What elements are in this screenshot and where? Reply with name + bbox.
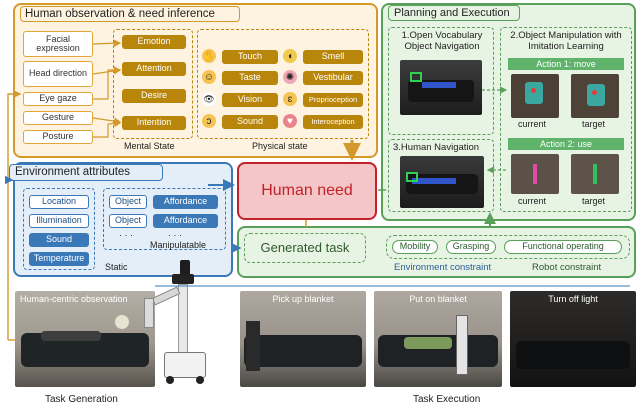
step3-image [400, 156, 484, 208]
mental-attention: Attention [122, 62, 186, 76]
planning-title: Planning and Execution [388, 5, 520, 21]
task-execution-label: Task Execution [413, 394, 481, 405]
ear-icon: ↄ [202, 114, 216, 128]
observation-photo: Human-centric observation [15, 291, 155, 387]
action1-label: Action 1: move [508, 58, 624, 70]
mental-state-label: Mental State [124, 141, 175, 151]
step3-group [388, 139, 494, 212]
heart-organ-icon: ♥ [283, 114, 297, 128]
physical-touch: Touch [222, 50, 278, 64]
cue-head-direction: Head direction [23, 61, 93, 87]
step2-label: 2.Object Manipulation with Imitation Lea… [510, 30, 622, 52]
action1-current-label: current [518, 119, 547, 129]
muscle-arm-icon: ɛ [283, 92, 297, 106]
physical-vision: Vision [222, 93, 278, 107]
cue-facial-expression: Facial expression [23, 31, 93, 57]
exec-photo-turn-off: Turn off light [510, 291, 636, 387]
physical-state-group [197, 29, 369, 139]
static-location: Location [29, 195, 89, 209]
manipulatable-label: Manipulatable [150, 240, 207, 250]
action2-target-image [571, 154, 619, 194]
static-sound: Sound [29, 233, 89, 247]
action2-target-label: target [582, 196, 606, 206]
capability-grasping: Grasping [446, 240, 496, 254]
robot-constraint-label: Robot constraint [532, 262, 602, 273]
generated-task-label: Generated task [244, 233, 366, 263]
affordance-1: Affordance [153, 195, 218, 209]
human-need-label: Human need [261, 182, 353, 199]
object-2: Object [109, 214, 147, 228]
brain-icon: ✺ [283, 70, 297, 84]
observation-title: Human observation & need inference [20, 6, 240, 22]
mental-emotion: Emotion [122, 35, 186, 49]
capability-mobility: Mobility [392, 240, 438, 254]
physical-state-label: Physical state [252, 141, 308, 151]
exec-photo-put-on-caption: Put on blanket [409, 294, 467, 304]
step1-image [400, 60, 482, 115]
affordance-2: Affordance [153, 214, 218, 228]
action2-current-image [511, 154, 559, 194]
action2-current-label: current [518, 196, 547, 206]
human-need-box: Human need [237, 162, 377, 220]
exec-photo-turn-off-caption: Turn off light [548, 294, 598, 304]
static-label: Static [105, 262, 128, 272]
physical-smell: Smell [303, 50, 363, 64]
touch-hand-icon: ✋ [202, 49, 216, 63]
environment-title: Environment attributes [9, 164, 163, 181]
affordance-ellipsis: · · · [168, 230, 182, 240]
manipulatable-group [103, 188, 226, 250]
capability-functional-operating: Functional operating [504, 240, 622, 254]
exec-photo-pick-up: Pick up blanket [240, 291, 366, 387]
nose-icon: ◖ [283, 49, 297, 63]
exec-photo-put-on: Put on blanket [374, 291, 502, 387]
cue-posture: Posture [23, 130, 93, 144]
cue-eye-gaze: Eye gaze [23, 92, 93, 106]
robot-capabilities-group [386, 235, 630, 259]
step3-label: 3.Human Navigation [393, 142, 480, 153]
step2-group [500, 27, 632, 212]
exec-photo-pick-up-caption: Pick up blanket [272, 294, 334, 304]
static-temperature: Temperature [29, 252, 89, 266]
robot-illustration [140, 258, 222, 388]
physical-proprioception: Proprioception [303, 93, 363, 107]
object-ellipsis: · · · [119, 230, 133, 240]
task-generation-label: Task Generation [45, 394, 118, 405]
action2-label: Action 2: use [508, 138, 624, 150]
mental-intention: Intention [122, 116, 186, 130]
tongue-face-icon: ☺ [202, 70, 216, 84]
cue-gesture: Gesture [23, 111, 93, 125]
static-attributes-group [23, 188, 95, 270]
physical-interoception: Interoception [303, 115, 363, 129]
action1-target-image [571, 74, 619, 118]
physical-sound: Sound [222, 115, 278, 129]
step1-group [388, 27, 494, 135]
environment-constraint-label: Environment constraint [394, 262, 492, 273]
eyes-icon: 👁 [202, 92, 216, 106]
physical-taste: Taste [222, 71, 278, 85]
object-1: Object [109, 195, 147, 209]
action1-current-image [511, 74, 559, 118]
step1-label: 1.Open Vocabulary Object Navigation [401, 30, 483, 52]
action1-target-label: target [582, 119, 606, 129]
observation-photo-caption: Human-centric observation [20, 294, 128, 304]
physical-vestibular: Vestibular [303, 71, 363, 85]
static-illumination: Illumination [29, 214, 89, 228]
mental-desire: Desire [122, 89, 186, 103]
